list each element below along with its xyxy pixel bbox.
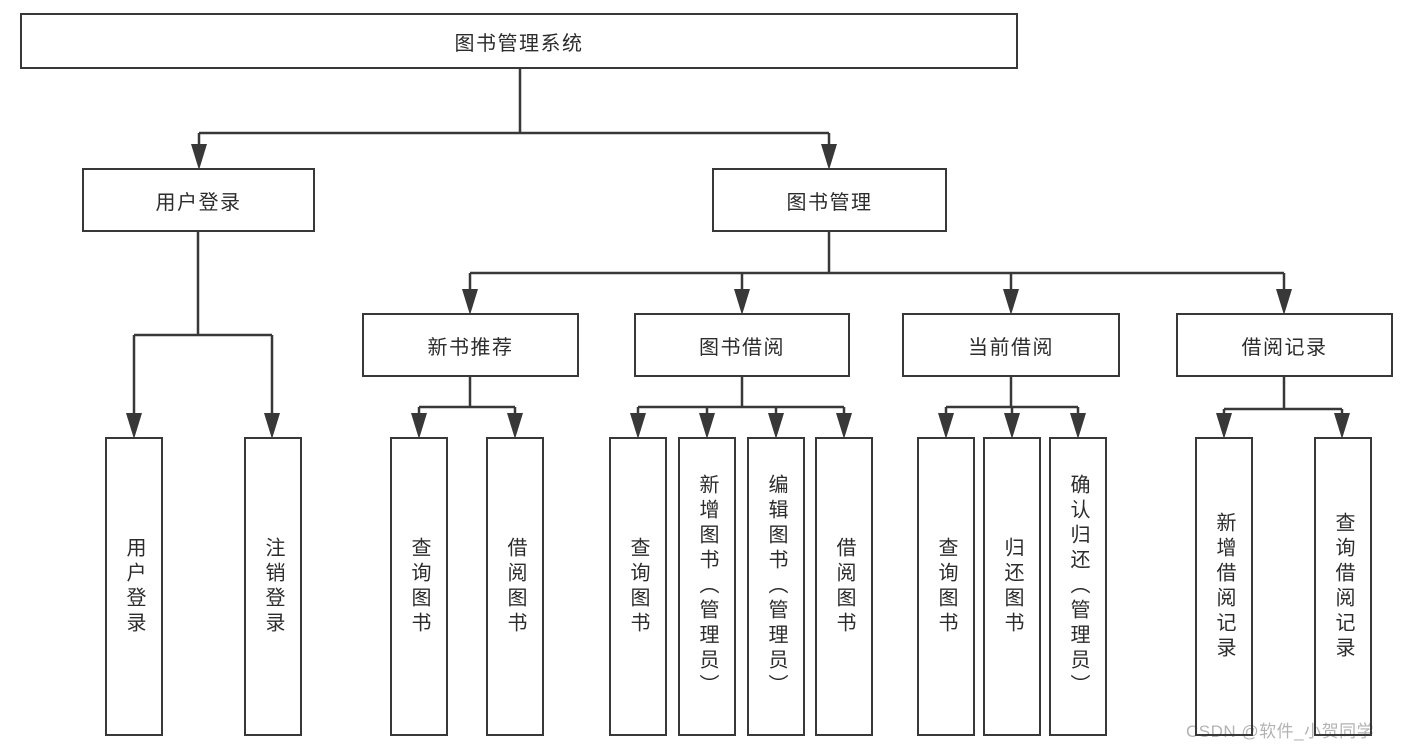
node-borrowing-records: 借阅记录 (1176, 313, 1393, 377)
node-label: 编辑图书（管理员） (765, 474, 787, 699)
node-label: 图书管理 (786, 191, 873, 214)
node-label: 当前借阅 (968, 336, 1054, 359)
node-label: 新增借阅记录 (1213, 511, 1235, 662)
node-label: 新书推荐 (427, 336, 514, 359)
node-label: 查询图书 (408, 536, 430, 637)
leaf-logout-login: 注销登录 (244, 437, 302, 736)
node-label: 用户登录 (123, 536, 145, 637)
leaf-query-borrow-record: 查询借阅记录 (1314, 437, 1372, 736)
node-label: 图书借阅 (699, 336, 785, 359)
node-label: 查询图书 (935, 536, 957, 637)
node-label: 归还图书 (1001, 536, 1023, 637)
node-label: 借阅图书 (833, 536, 855, 637)
node-label: 注销登录 (262, 536, 284, 637)
node-label: 用户登录 (155, 191, 242, 214)
node-label: 确认归还（管理员） (1067, 474, 1089, 699)
leaf-return-books: 归还图书 (983, 437, 1041, 736)
arrowheads (126, 144, 1350, 439)
node-new-book-recommendation: 新书推荐 (362, 313, 579, 377)
node-label: 查询借阅记录 (1332, 511, 1354, 662)
node-label: 借阅记录 (1241, 336, 1328, 359)
leaf-edit-books-admin: 编辑图书（管理员） (747, 437, 805, 736)
node-label: 图书管理系统 (454, 32, 584, 55)
node-user-login: 用户登录 (82, 168, 315, 232)
node-label: 新增图书（管理员） (696, 474, 718, 699)
node-book-borrowing: 图书借阅 (634, 313, 850, 377)
leaf-add-borrow-record: 新增借阅记录 (1195, 437, 1253, 736)
node-current-borrowing: 当前借阅 (902, 313, 1120, 377)
leaf-borrow-books: 借阅图书 (815, 437, 873, 736)
leaf-query-books-current: 查询图书 (917, 437, 975, 736)
node-label: 查询图书 (627, 536, 649, 637)
leaf-user-login: 用户登录 (105, 437, 163, 736)
node-library-management-system: 图书管理系统 (20, 13, 1018, 69)
leaf-confirm-return-admin: 确认归还（管理员） (1049, 437, 1107, 736)
node-book-management: 图书管理 (712, 168, 947, 232)
node-label: 借阅图书 (504, 536, 526, 637)
watermark: CSDN @软件_小贺同学 (1186, 722, 1375, 741)
leaf-query-books-borrow: 查询图书 (609, 437, 667, 736)
leaf-add-books-admin: 新增图书（管理员） (678, 437, 736, 736)
leaf-borrow-books-recommend: 借阅图书 (486, 437, 544, 736)
leaf-query-books-recommend: 查询图书 (390, 437, 448, 736)
